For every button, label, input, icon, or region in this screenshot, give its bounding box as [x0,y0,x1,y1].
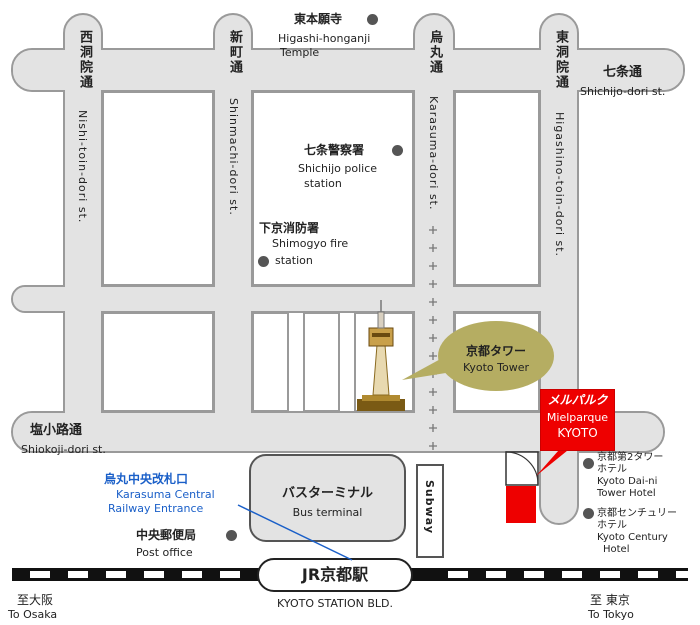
rail-tie [638,571,658,578]
hotel-century-en1: Kyoto Century [597,532,668,543]
hotel-century-dot[interactable] [583,508,594,519]
mielparque-location-marker[interactable] [506,486,536,523]
street-nishi-toin-en: Nishi-toin-dori st. [76,110,89,224]
street-shiokoji-en: Shiokoji-dori st. [21,443,106,456]
bus-terminal-jp: バスターミナル [281,486,373,501]
fire-jp: 下京消防署 [259,221,320,235]
kyoto-tower-jp: 京都タワー [465,344,526,358]
post-office-dot[interactable] [226,530,237,541]
street-shichijo-jp: 七条通 [603,65,643,80]
karasuma-entrance-en2: Railway Entrance [108,502,204,515]
karasuma-entrance-jp: 烏丸中央改札口 [104,472,189,486]
mielparque-line1: Mielparque [546,411,609,424]
direction-tokyo-jp: 至 東京 [590,593,630,607]
railway-line [12,568,696,581]
direction-tokyo-en: To Tokyo [588,608,634,621]
police-en1: Shichijo police [298,162,378,175]
subway-label: Subway [423,480,436,535]
street-shichijo-en: Shichijo-dori st. [580,85,666,98]
hotel-dai-ni-jp2: ホテル [597,464,627,475]
subway-box [416,464,444,558]
rail-tie [30,571,50,578]
post-office-jp: 中央郵便局 [136,528,197,542]
street-higashi-toin-en: Higashino-toin-dori st. [553,112,566,258]
kyoto-tower-callout [402,321,554,391]
hotel-century-jp2: ホテル [597,520,627,531]
street-shinmachi-jp: 新町通 [227,30,242,75]
street-shinmachi-en: Shinmachi-dori st. [227,98,240,216]
kyoto-tower-en: Kyoto Tower [462,361,530,374]
rail-tie [448,571,468,578]
mielparque-entrance-symbol [505,451,539,486]
rail-tie [600,571,620,578]
bus-terminal-box [249,454,406,542]
higashi-honganji-en1: Higashi-honganji [278,32,371,45]
karasuma-entrance-en1: Karasuma Central [116,488,215,501]
street-nishi-toin-jp: 西洞院通 [77,30,92,90]
post-office-en: Post office [136,546,193,559]
jr-station-oval [257,558,413,592]
police-en2: station [304,177,342,190]
street-karasuma-jp: 烏丸通 [427,30,442,75]
entrance-pointer-line [237,504,353,561]
hotel-dai-ni-en2: Tower Hotel [597,488,656,499]
rail-tie [562,571,582,578]
rail-tie [106,571,126,578]
hotel-dai-ni-dot[interactable] [583,458,594,469]
police-dot[interactable] [392,145,403,156]
mielparque-line2: KYOTO [557,426,598,440]
police-jp: 七条警察署 [304,143,365,157]
higashi-honganji-jp: 東本願寺 [294,12,343,26]
station-building-label: KYOTO STATION BLD. [277,597,393,610]
fire-en2: station [275,254,313,267]
mielparque-logo: メルパルク [547,393,608,407]
hotel-century-jp1: 京都センチュリー [597,508,677,519]
rail-tie [486,571,506,578]
fire-dot[interactable] [258,256,269,267]
fire-en1: Shimogyo fire [272,237,349,250]
rail-tie [524,571,544,578]
direction-osaka-jp: 至大阪 [17,593,54,607]
street-shiokoji-jp: 塩小路通 [30,423,83,438]
rail-tie [144,571,164,578]
higashi-honganji-en2: Temple [280,46,320,59]
kyoto-tower-icon [357,300,405,411]
street-higashi-toin-jp: 東洞院通 [553,30,568,90]
street-karasuma-en: Karasuma-dori st. [427,96,440,211]
hotel-dai-ni-jp1: 京都第2タワー [597,452,664,463]
rail-tie [182,571,202,578]
mielparque-label[interactable]: メルパルク Mielparque KYOTO [540,389,615,451]
higashi-honganji-dot[interactable] [367,14,378,25]
bus-terminal-en: Bus terminal [292,506,363,519]
rail-tie [68,571,88,578]
hotel-century-en2: Hotel [603,544,630,555]
jr-station-label[interactable]: JR京都駅 [301,565,369,584]
hotel-dai-ni-en1: Kyoto Dai-ni [597,476,658,487]
direction-osaka-en: To Osaka [8,608,58,621]
rail-tie [676,571,696,578]
rail-tie [220,571,240,578]
